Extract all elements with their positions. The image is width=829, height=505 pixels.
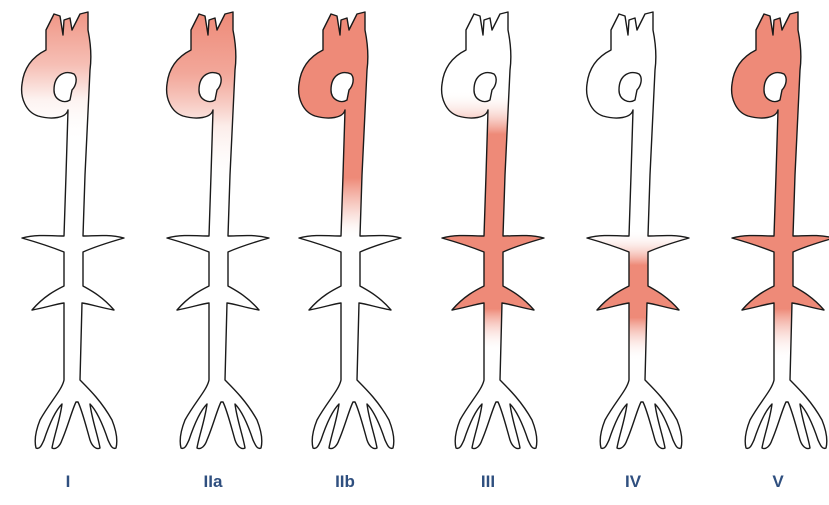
aorta-panel-v	[732, 12, 829, 449]
aorta-panel-i	[22, 12, 124, 449]
panel-label-iib: IIb	[305, 472, 385, 492]
panel-label-iv: IV	[593, 472, 673, 492]
panel-label-iii: III	[448, 472, 528, 492]
panel-label-iia: IIa	[173, 472, 253, 492]
aorta-panel-iv	[587, 12, 689, 449]
aorta-panel-iib	[299, 12, 401, 449]
aorta-panel-iii	[442, 12, 544, 449]
panel-label-v: V	[738, 472, 818, 492]
aorta-panel-iia	[167, 12, 269, 449]
panel-label-i: I	[28, 472, 108, 492]
